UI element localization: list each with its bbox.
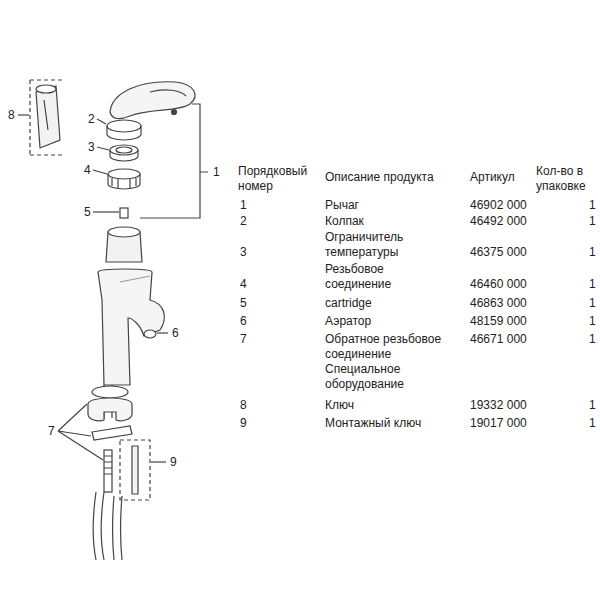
- table-cell: 46375 000: [470, 245, 527, 260]
- table-cell: Монтажный ключ: [325, 416, 421, 431]
- callout-number: 3: [88, 140, 95, 155]
- table-cell: 19332 000: [470, 398, 527, 413]
- table-cell: 48159 000: [470, 314, 527, 329]
- table-cell: 1: [589, 198, 596, 213]
- table-cell: 1: [240, 198, 247, 213]
- table-cell: Порядковый номер: [238, 164, 316, 194]
- table-cell: 4: [240, 277, 247, 292]
- table-cell: 6: [240, 314, 247, 329]
- table-cell: Обратное резьбовое соединение: [325, 332, 450, 362]
- table-cell: Артикул: [470, 170, 515, 185]
- table-cell: 1: [589, 398, 596, 413]
- table-cell: Рычаг: [325, 198, 359, 213]
- callout-number: 8: [8, 108, 15, 123]
- table-cell: Аэратор: [325, 314, 371, 329]
- table-cell: 1: [589, 214, 596, 229]
- table-cell: Ключ: [325, 398, 354, 413]
- table-cell: 1: [589, 416, 596, 431]
- table-cell: 2: [240, 214, 247, 229]
- callout-number: 7: [48, 424, 55, 439]
- table-cell: 9: [240, 416, 247, 431]
- table-cell: 46492 000: [470, 214, 527, 229]
- table-cell: 3: [240, 245, 247, 260]
- table-cell: Ограничитель температуры: [325, 230, 425, 260]
- table-cell: Колпак: [325, 214, 364, 229]
- callout-number: 9: [170, 455, 177, 470]
- table-cell: 19017 000: [470, 416, 527, 431]
- table-cell: Резьбовое соединение: [325, 262, 425, 292]
- callout-number: 4: [84, 163, 91, 178]
- table-cell: 7: [240, 332, 247, 347]
- table-cell: 1: [589, 332, 596, 347]
- table-cell: 46460 000: [470, 277, 527, 292]
- table-cell: Описание продукта: [325, 170, 434, 185]
- table-cell: 1: [589, 277, 596, 292]
- table-cell: 46902 000: [470, 198, 527, 213]
- table-cell: 8: [240, 398, 247, 413]
- table-cell: Специальное оборудование: [325, 362, 425, 392]
- table-cell: 46863 000: [470, 296, 527, 311]
- callout-number: 6: [172, 326, 179, 341]
- table-cell: cartridge: [325, 296, 372, 311]
- callout-number: 5: [84, 205, 91, 220]
- table-cell: 1: [589, 296, 596, 311]
- callout-number: 2: [88, 112, 95, 127]
- table-cell: 1: [589, 314, 596, 329]
- table-cell: Кол-во в упаковке: [536, 164, 596, 194]
- table-cell: 1: [589, 245, 596, 260]
- table-cell: 5: [240, 296, 247, 311]
- table-cell: 46671 000: [470, 332, 527, 347]
- callout-number: 1: [213, 165, 220, 180]
